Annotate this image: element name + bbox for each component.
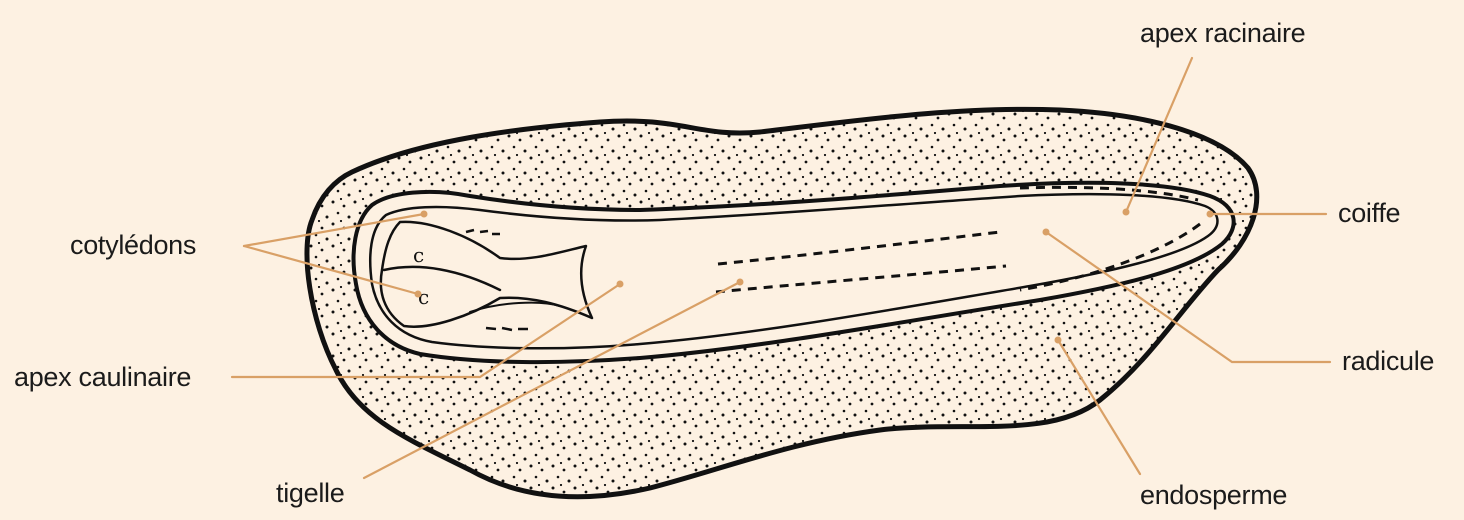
leader-dot	[421, 211, 428, 218]
svg-text:c: c	[413, 243, 424, 267]
leader-dot	[1123, 209, 1130, 216]
leader-dot	[1055, 337, 1062, 344]
label-endosperme: endosperme	[1140, 482, 1287, 509]
label-apex-racinaire: apex racinaire	[1140, 20, 1305, 47]
label-apex-caulinaire: apex caulinaire	[14, 364, 191, 391]
leader-dot	[1043, 229, 1050, 236]
label-cotyledons: cotylédons	[70, 232, 196, 259]
leader-dot	[415, 291, 422, 298]
leader-dot	[617, 281, 624, 288]
label-radicule: radicule	[1342, 348, 1434, 375]
leader-dot	[737, 279, 744, 286]
label-tigelle: tigelle	[276, 480, 344, 507]
label-coiffe: coiffe	[1338, 200, 1400, 227]
leader-dot	[1207, 211, 1214, 218]
